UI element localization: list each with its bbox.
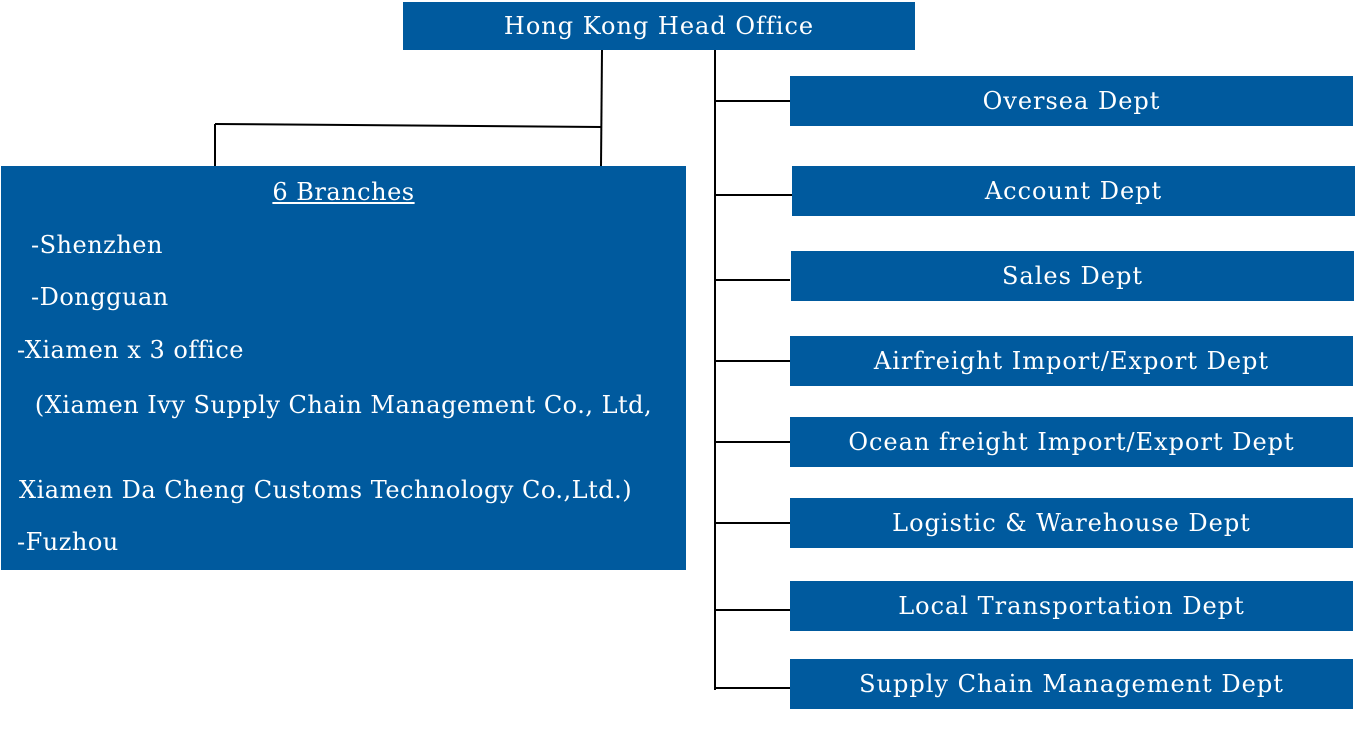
connector-head-down: [600, 49, 603, 167]
branches-title: 6 Branches: [272, 178, 415, 206]
dept-ocean-freight: Ocean freight Import/Export Dept: [790, 417, 1353, 467]
dept-label: Supply Chain Management Dept: [859, 670, 1284, 698]
branch-xiamen: -Xiamen x 3 office: [17, 336, 244, 364]
branches-box: 6 Branches -Shenzhen -Dongguan -Xiamen x…: [1, 166, 686, 570]
dept-label: Oversea Dept: [982, 87, 1161, 115]
head-office-label: Hong Kong Head Office: [503, 12, 815, 40]
dept-logistic-warehouse: Logistic & Warehouse Dept: [790, 498, 1353, 548]
dept-label: Sales Dept: [1001, 262, 1144, 290]
dept-label: Logistic & Warehouse Dept: [892, 509, 1251, 537]
branch-dongguan: -Dongguan: [31, 283, 169, 311]
branch-shenzhen: -Shenzhen: [31, 231, 163, 259]
branch-fuzhou: -Fuzhou: [17, 528, 119, 556]
dept-oversea: Oversea Dept: [790, 76, 1353, 126]
dept-supply-chain: Supply Chain Management Dept: [790, 659, 1353, 709]
dept-label: Account Dept: [984, 177, 1163, 205]
branch-xiamen-dacheng: Xiamen Da Cheng Customs Technology Co.,L…: [19, 476, 633, 504]
dept-label: Airfreight Import/Export Dept: [873, 347, 1270, 375]
branch-xiamen-ivy: (Xiamen Ivy Supply Chain Management Co.,…: [34, 391, 653, 419]
dept-label: Local Transportation Dept: [898, 592, 1245, 620]
dept-sales: Sales Dept: [791, 251, 1354, 301]
dept-account: Account Dept: [792, 166, 1355, 216]
dept-airfreight: Airfreight Import/Export Dept: [790, 336, 1353, 386]
connector-branch-top: [214, 123, 602, 128]
dept-label: Ocean freight Import/Export Dept: [848, 428, 1295, 456]
dept-local-transportation: Local Transportation Dept: [790, 581, 1353, 631]
head-office-box: Hong Kong Head Office: [403, 2, 915, 50]
